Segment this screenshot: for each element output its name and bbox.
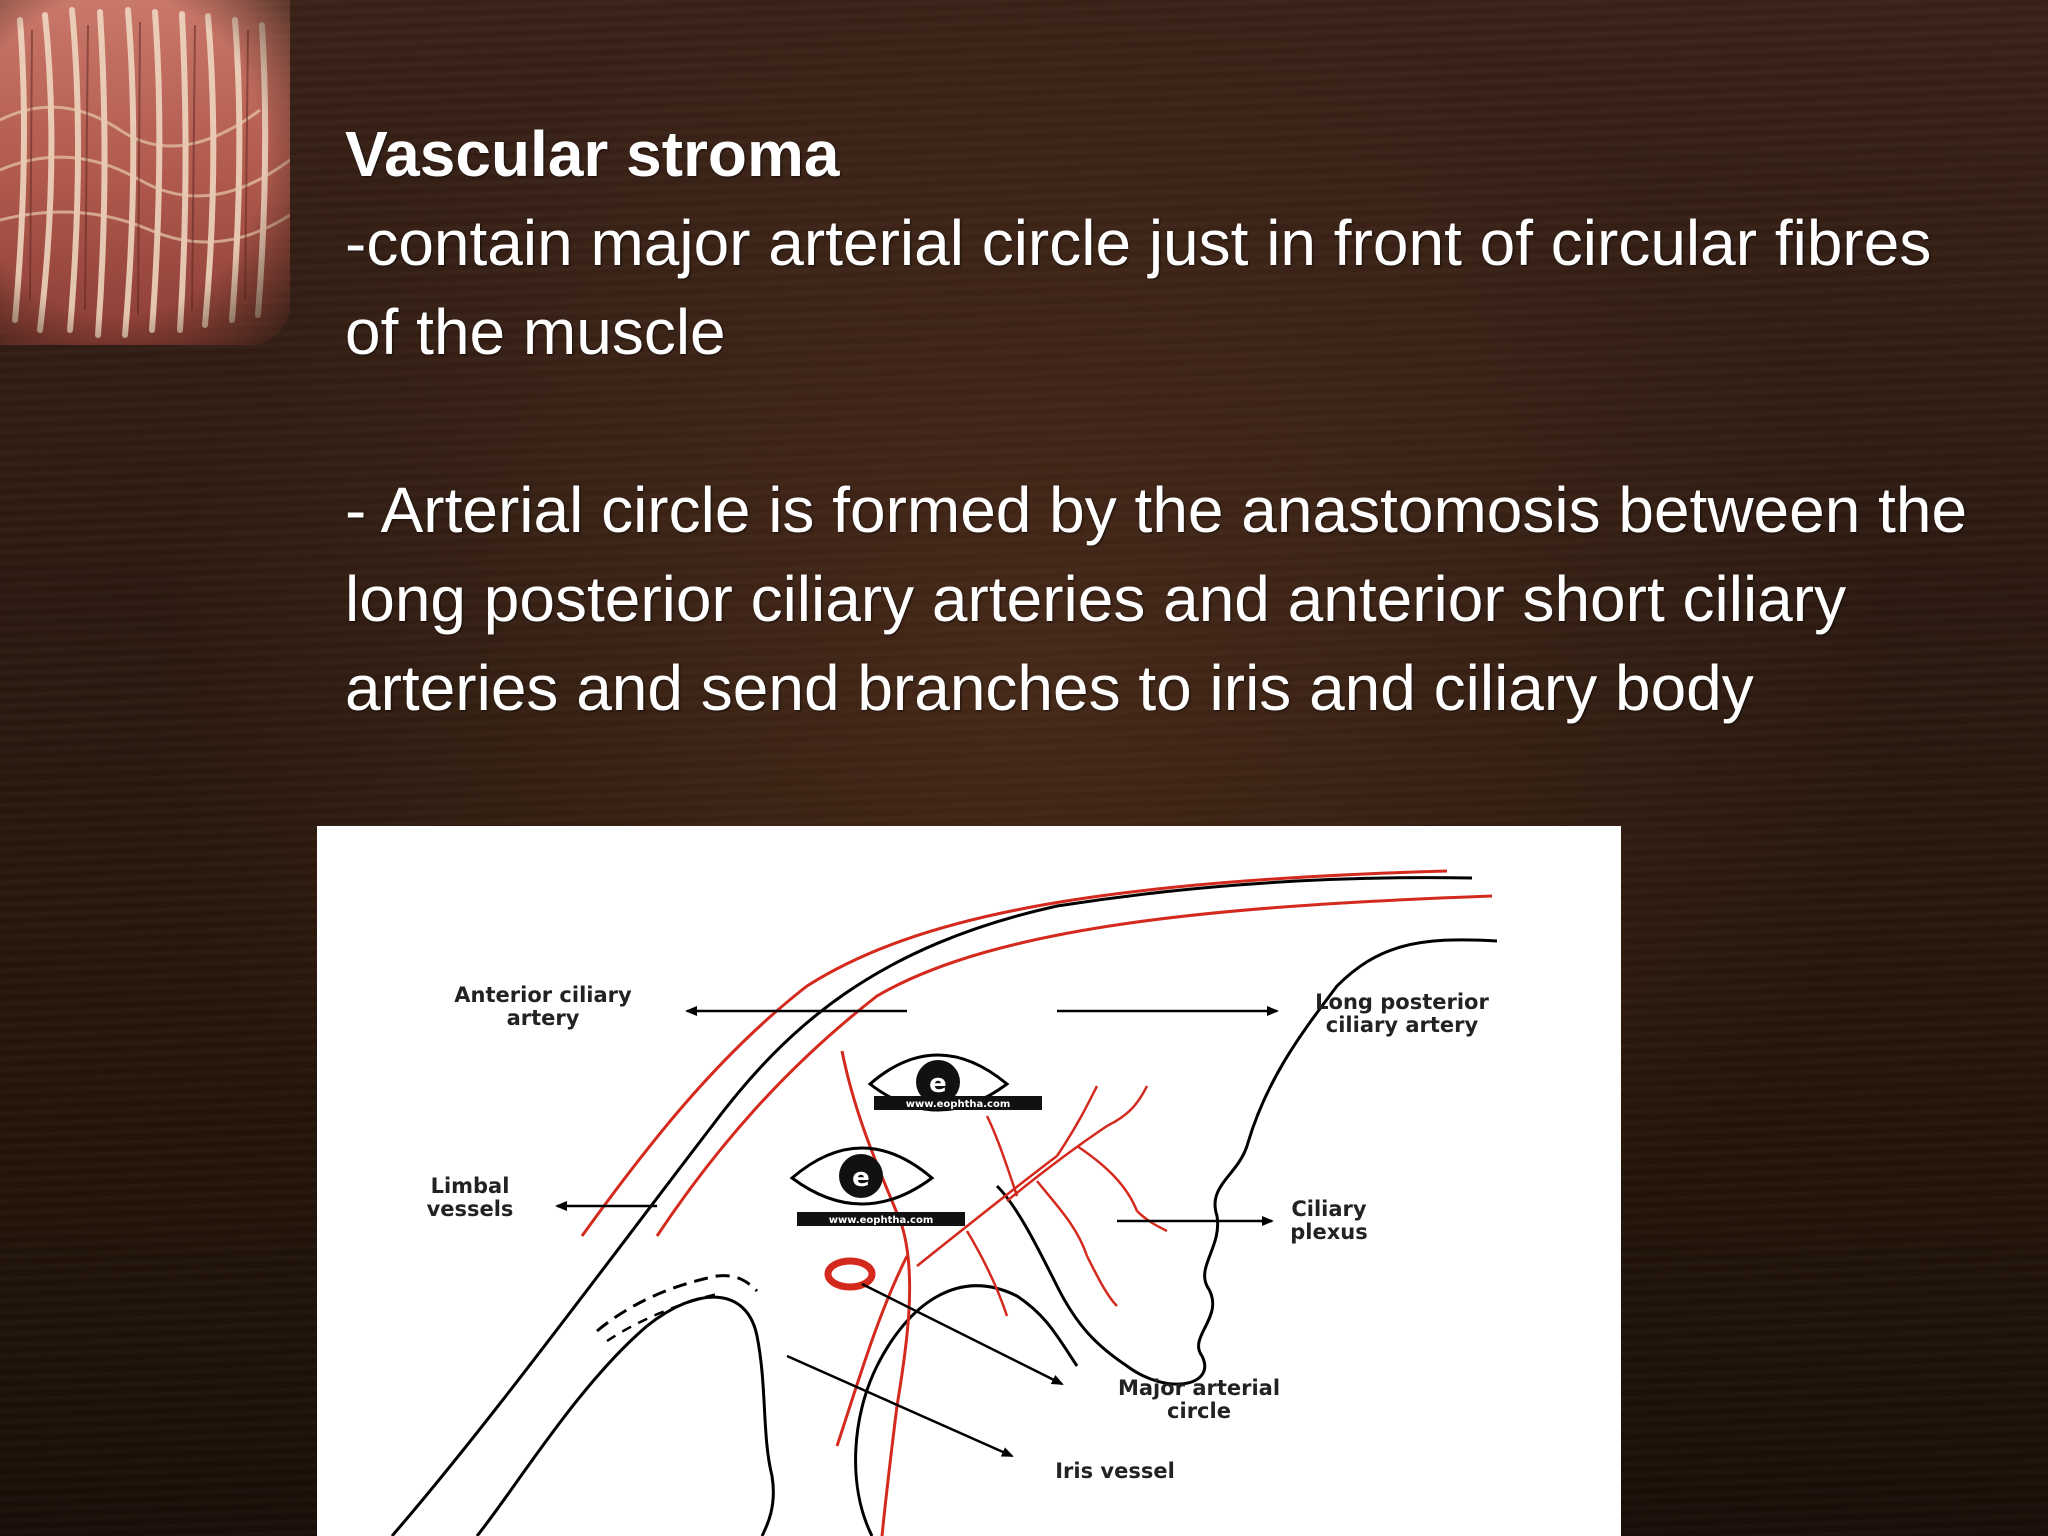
anatomy-diagram: e www.eophtha.com e www.eophtha.com Ante… [317,826,1621,1536]
arrow-iris-vessel [786,1354,1014,1458]
long-posterior-ciliary-artery-vessel [655,894,1493,1237]
label-long-posterior-1: Long posterior [1315,990,1489,1014]
label-major-arterial-1: Major arterial [1118,1376,1280,1400]
anterior-ciliary-artery-vessel [580,869,1448,1237]
label-limbal-1: Limbal [431,1174,510,1198]
slide-text: Vascular stroma -contain major arterial … [345,110,1985,733]
sclera-outline [390,876,1473,1536]
iris-vessel-red [840,1050,912,1536]
iris-vessel-branch [835,1255,909,1447]
label-iris-vessel: Iris vessel [1055,1459,1175,1483]
logo-letter-2: e [852,1163,870,1193]
ciliary-plexus-branches [916,1085,1168,1317]
label-ciliary-plexus-1: Ciliary [1291,1197,1367,1221]
label-ciliary-plexus-2: plexus [1290,1220,1367,1244]
arrow-major-arterial [861,1282,1064,1386]
watermark-logo-2: e www.eophtha.com [789,1146,965,1226]
slide-heading: Vascular stroma [345,118,840,190]
label-anterior-ciliary-2: artery [507,1006,580,1030]
watermark-text-2: www.eophtha.com [829,1215,933,1226]
label-limbal-2: vessels [427,1197,514,1221]
schlemm-canal [596,1274,759,1333]
schlemm-canal-inner [606,1292,718,1343]
ciliary-body-outline [995,938,1498,1386]
logo-letter-1: e [929,1069,947,1099]
label-long-posterior-2: ciliary artery [1326,1013,1479,1037]
stroma-description: -contain major arterial circle just in f… [345,207,1932,368]
watermark-text-1: www.eophtha.com [906,1099,1010,1110]
label-major-arterial-2: circle [1167,1399,1231,1423]
watermark-logo-1: e www.eophtha.com [867,1053,1042,1112]
label-anterior-ciliary-1: Anterior ciliary [454,983,632,1007]
arterial-circle-description: - Arterial circle is formed by the anast… [345,474,1968,724]
major-arterial-circle-ring [824,1257,876,1291]
iris-outline [475,1295,775,1536]
anatomy-diagram-svg: e www.eophtha.com e www.eophtha.com Ante… [390,869,1498,1536]
lens-outline [854,1284,1079,1536]
iris-texture-graphic [0,0,290,345]
iris-texture-image [0,0,290,345]
